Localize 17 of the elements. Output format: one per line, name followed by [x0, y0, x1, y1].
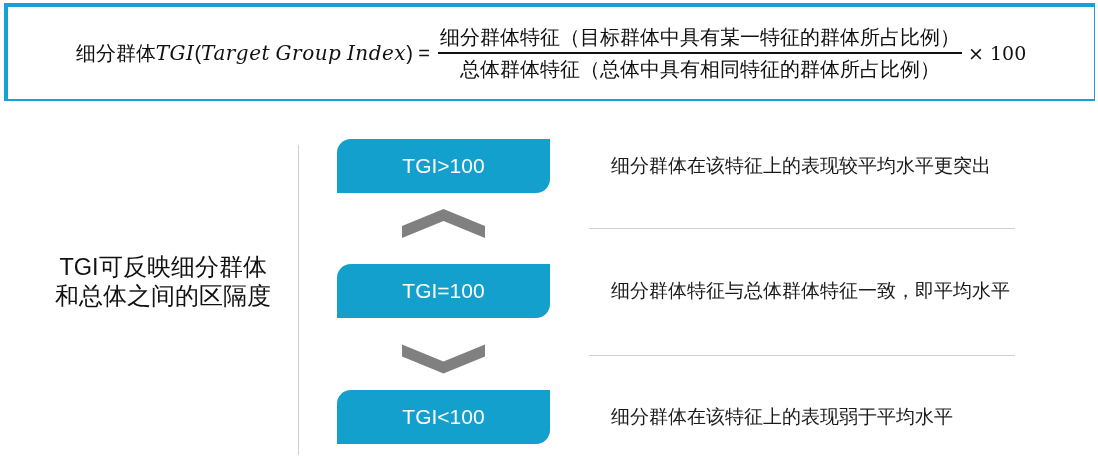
box-label: TGI=100 — [402, 278, 485, 304]
description-text: 细分群体在该特征上的表现较平均水平更突出 — [611, 154, 991, 178]
box-label: TGI>100 — [402, 153, 485, 179]
denominator-text: 总体群体特征（总体中具有相同特征的群体所占比例） — [459, 56, 942, 82]
process-box — [337, 264, 550, 318]
box-label: TGI<100 — [402, 404, 485, 430]
chevron-arrow — [402, 209, 485, 238]
description-text: 细分群体特征与总体群体特征一致，即平均水平 — [611, 279, 1010, 303]
process-box — [337, 390, 550, 444]
process-box — [337, 139, 550, 193]
chevron-arrow — [402, 344, 485, 374]
formula-text: × 100 — [968, 41, 1027, 66]
formula-text: 细分群体TGI(Target Group Index) = — [75, 40, 431, 66]
formula-box — [4, 3, 1095, 101]
numerator-text: 细分群体特征（目标群体中具有某一特征的群体所占比例） — [439, 25, 962, 51]
note-text: TGI可反映细分群体和总体之间的区隔度 — [54, 253, 272, 311]
description-text: 细分群体在该特征上的表现弱于平均水平 — [611, 405, 953, 429]
